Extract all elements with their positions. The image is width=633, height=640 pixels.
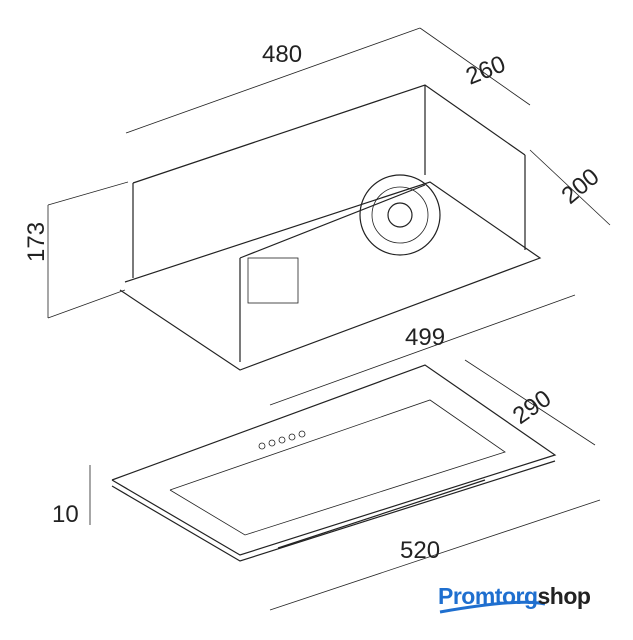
dim-499: 499 [405, 324, 445, 351]
dimension-labels: 480 260 200 173 499 290 10 520 [23, 41, 605, 564]
promtorgshop-logo: Promtorgshop [438, 583, 591, 610]
dim-520: 520 [400, 537, 440, 564]
logo-swoosh [439, 600, 546, 614]
dim-173: 173 [23, 222, 50, 262]
glass-panel [111, 364, 557, 562]
dim-480: 480 [262, 41, 302, 68]
logo-part2: shop [537, 583, 591, 609]
dim-290: 290 [508, 385, 556, 430]
dimension-lines [47, 27, 611, 611]
dim-10: 10 [52, 501, 79, 528]
hood-body [119, 84, 542, 371]
dim-260: 260 [462, 51, 509, 91]
dim-200: 200 [557, 163, 605, 209]
logo-part1: Promtorg [438, 583, 538, 609]
